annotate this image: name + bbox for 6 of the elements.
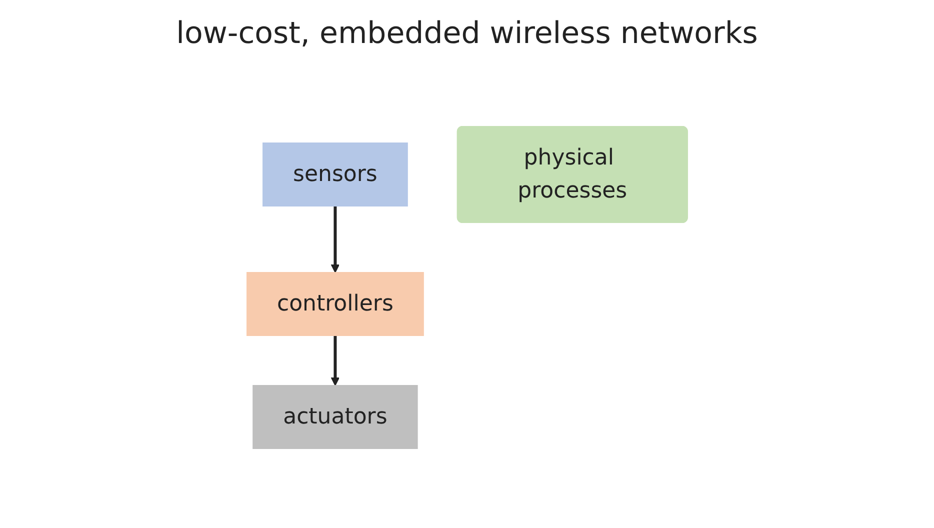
node-box: controllers xyxy=(246,272,424,336)
arrow xyxy=(330,206,340,273)
arrow xyxy=(330,336,340,386)
node-box: sensors xyxy=(262,142,408,206)
network-caption: low-cost, embedded wireless networks xyxy=(176,16,758,51)
node-box: actuators xyxy=(252,385,418,449)
